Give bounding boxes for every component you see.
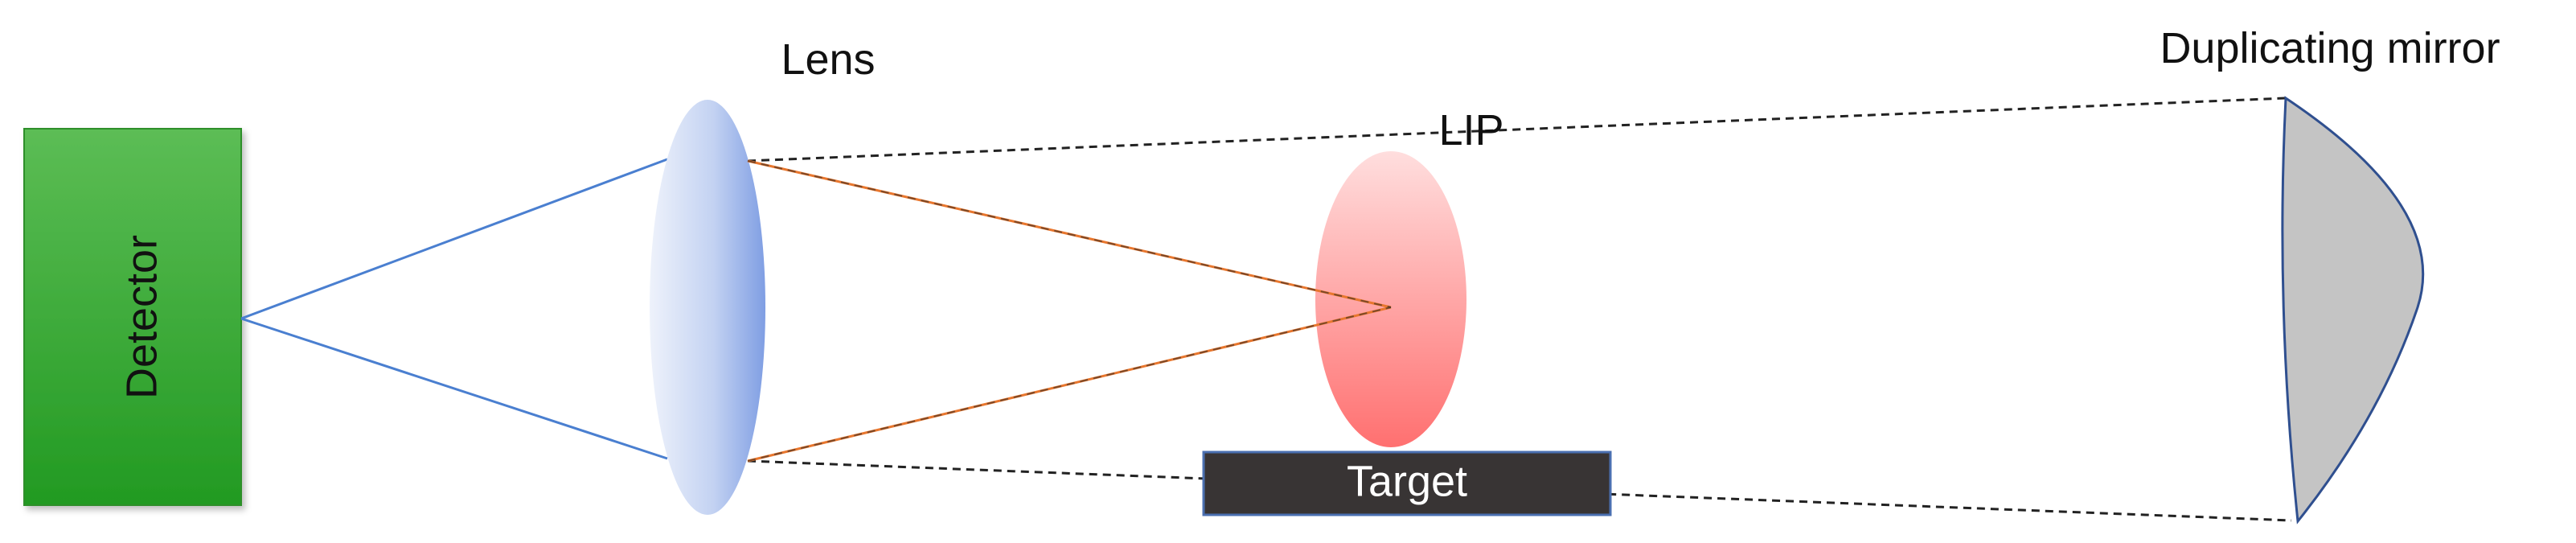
detector-ray-lower (240, 317, 668, 460)
detector-ray-upper (240, 158, 668, 320)
detector-label: Detector (117, 235, 166, 399)
mirror-ray-upper (747, 97, 2287, 162)
plasma-ray-lower-dash (747, 306, 1392, 462)
lip-label: LIP (1438, 106, 1503, 154)
plasma-ray-upper-dash (747, 160, 1392, 308)
target-label: Target (1347, 457, 1467, 505)
detector-box (23, 128, 242, 506)
target-plate (1202, 450, 1612, 516)
duplicating-mirror (2281, 96, 2425, 524)
lens (650, 100, 765, 515)
lip-plasma (1315, 151, 1466, 447)
mirror-label: Duplicating mirror (2160, 24, 2500, 72)
lens-label: Lens (781, 35, 875, 84)
